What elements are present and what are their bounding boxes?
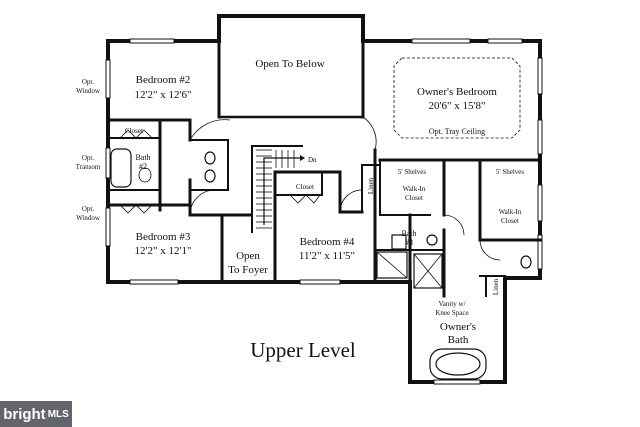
windows	[105, 38, 543, 385]
linen-label-2: Linen	[492, 278, 500, 295]
owners-bedroom-name: Owner's Bedroom	[417, 86, 497, 98]
bedroom3-dimensions: 12'2" x 12'1"	[135, 245, 192, 257]
bedroom4-dimensions: 11'2" x 11'5"	[299, 250, 355, 262]
stairs	[256, 149, 305, 229]
owners-bath-line2: Bath	[448, 334, 469, 346]
walkin-closet2-line2: Closet	[501, 217, 519, 225]
open-to-below-label: Open To Below	[255, 58, 324, 70]
interior-walls	[106, 39, 542, 298]
watermark-brand: bright	[3, 405, 46, 423]
tray-ceiling-label: Opt. Tray Ceiling	[429, 127, 485, 136]
opt-window-top-line2: Window	[76, 87, 101, 95]
opt-transom-line1: Opt.	[82, 154, 95, 162]
closet-bedroom2-label: Closet	[125, 127, 143, 135]
linen-label-1: Linen	[367, 177, 375, 194]
bath2-line1: Bath	[135, 153, 150, 162]
vanity-line1: Vanity w/	[438, 300, 465, 308]
stair-direction-arrow	[263, 157, 300, 225]
opt-window-bottom-line2: Window	[76, 214, 101, 222]
owners-bedroom-dimensions: 20'6" x 15'8"	[429, 100, 486, 112]
open-to-foyer-line2: To Foyer	[228, 264, 268, 276]
watermark-suffix: MLS	[47, 408, 69, 420]
bedroom4-name: Bedroom #4	[300, 236, 355, 248]
closet-bedroom4-label: Closet	[296, 183, 314, 191]
walkin-closet2-line1: Walk-In	[499, 208, 522, 216]
stair-arrow-head	[300, 155, 305, 161]
bedroom2-dimensions: 12'2" x 12'6"	[135, 89, 192, 101]
opt-window-bottom-line1: Opt.	[82, 205, 95, 213]
bath3-line1: Bath	[401, 229, 416, 238]
bedroom3-name: Bedroom #3	[136, 231, 191, 243]
brightmls-watermark: bright MLS	[0, 401, 72, 427]
owners-bath-line1: Owner's	[440, 321, 476, 333]
opt-window-top-line1: Opt.	[82, 78, 95, 86]
open-to-foyer-line1: Open	[236, 250, 260, 262]
stairs-down-label: Dn	[308, 156, 317, 164]
vanity-line2: Knee Space	[435, 309, 468, 317]
plan-title: Upper Level	[250, 338, 356, 362]
fixtures	[110, 57, 532, 380]
bath3-line2: #3	[405, 238, 413, 247]
walkin-closet1-line2: Closet	[405, 194, 423, 202]
opt-transom-line2: Transom	[76, 163, 101, 171]
shelves-label-1: 5' Shelves	[398, 168, 427, 176]
bedroom2-name: Bedroom #2	[136, 74, 191, 86]
walkin-closet1-line1: Walk-In	[403, 185, 426, 193]
shelves-label-2: 5' Shelves	[496, 168, 525, 176]
bath2-line2: #2	[139, 162, 147, 171]
